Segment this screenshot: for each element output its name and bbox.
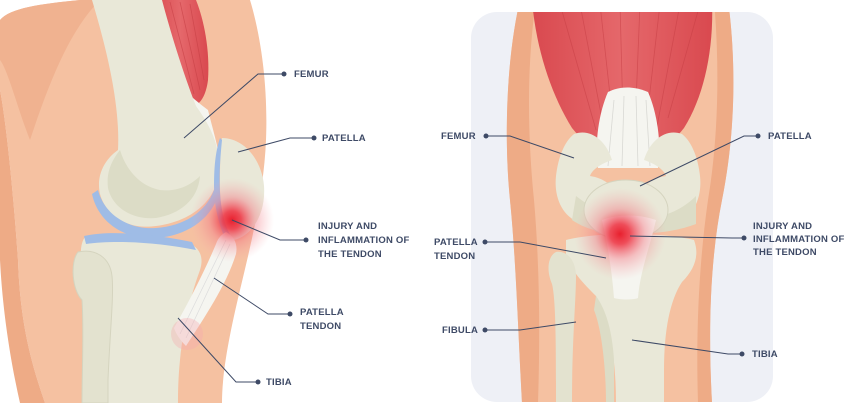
front-label-injury-1: INJURY AND [753, 221, 812, 232]
front-label-femur: FEMUR [441, 131, 476, 142]
front-label-patella: PATELLA [768, 131, 812, 142]
side-label-injury-3: THE TENDON [318, 249, 382, 260]
front-view-knee [507, 0, 734, 403]
front-label-injury-3: THE TENDON [753, 247, 817, 258]
front-injury-inflammation [574, 188, 666, 280]
side-label-patella-tendon-2: TENDON [300, 321, 341, 332]
front-label-patella-tendon-2: TENDON [434, 251, 475, 262]
front-label-fibula: FIBULA [442, 325, 478, 336]
side-label-tibia: TIBIA [266, 377, 292, 388]
front-label-tibia: TIBIA [752, 349, 778, 360]
side-label-patella: PATELLA [322, 133, 366, 144]
front-label-injury-2: INFLAMMATION OF [753, 234, 844, 245]
side-label-patella-tendon-1: PATELLA [300, 307, 344, 318]
side-view-knee [0, 0, 274, 403]
side-label-injury-1: INJURY AND [318, 221, 377, 232]
front-label-patella-tendon-1: PATELLA [434, 237, 478, 248]
side-label-femur: FEMUR [294, 69, 329, 80]
side-label-injury-2: INFLAMMATION OF [318, 235, 409, 246]
